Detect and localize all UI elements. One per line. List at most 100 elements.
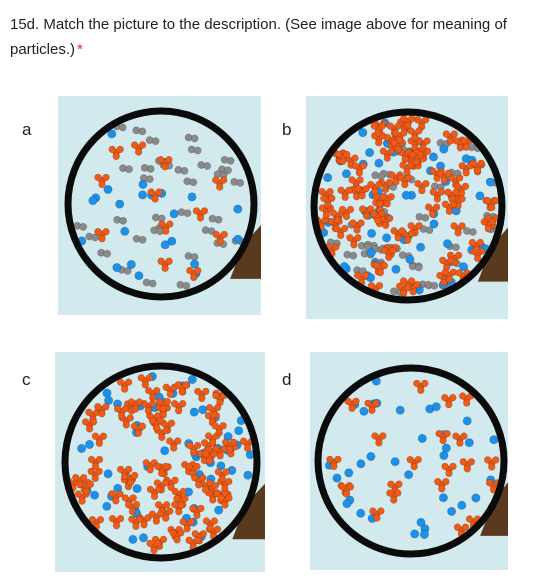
particle-atom (145, 175, 154, 183)
particle-atom (197, 504, 205, 513)
option-image-a[interactable] (58, 96, 261, 315)
particle-atom (484, 225, 493, 233)
particle-atom (333, 216, 342, 224)
particle-atom (330, 462, 338, 471)
particle-atom (489, 435, 499, 445)
particle-atom (174, 406, 183, 415)
option-image-c[interactable] (55, 352, 265, 572)
particle-atom (342, 212, 351, 221)
particle-atom (84, 440, 94, 450)
particle-atom (146, 165, 155, 173)
particle-atom (159, 535, 168, 544)
particle-atom (98, 409, 106, 418)
particle-atom (191, 530, 200, 538)
particle-atom (345, 186, 353, 194)
particle-atom (202, 450, 210, 458)
particle-atom (225, 494, 233, 502)
particle-atom (136, 515, 144, 524)
particle-atom (194, 266, 202, 275)
particle-atom (103, 185, 113, 195)
particle-atom (189, 407, 199, 417)
option-image-d[interactable] (310, 352, 508, 570)
particle-atom (141, 381, 150, 389)
particle-atom (441, 393, 449, 402)
particle-atom (154, 539, 162, 548)
particle-atom (446, 137, 455, 145)
particle-atom (211, 481, 220, 490)
particle-atom (375, 282, 384, 290)
particle-atom (362, 185, 370, 193)
particle-atom (135, 398, 144, 406)
particle-atom (206, 457, 214, 465)
particle-atom (161, 462, 170, 471)
particle-atom (90, 490, 100, 500)
option-image-b[interactable] (306, 96, 508, 319)
particle-atom (394, 234, 402, 242)
particle-atom (206, 524, 215, 532)
particle-atom (138, 141, 147, 149)
particle-atom (124, 378, 133, 386)
particle-atom (477, 159, 485, 168)
particle-atom (403, 236, 412, 244)
particle-atom (117, 411, 126, 420)
particle-atom (322, 211, 331, 219)
particle-atom (190, 273, 198, 282)
particle-atom (156, 416, 165, 425)
particle-atom (193, 462, 201, 471)
particle-atom (447, 256, 455, 265)
particle-atom (485, 479, 494, 487)
particle-atom (395, 282, 404, 290)
particle-atom (199, 530, 208, 538)
particle-atom (403, 168, 411, 176)
particle-atom (425, 226, 434, 234)
magnifier-image-b (306, 96, 508, 319)
particle-atom (134, 429, 143, 437)
particle-atom (326, 187, 334, 196)
particle-atom (467, 458, 476, 466)
particle-atom (152, 517, 161, 525)
particle-atom (72, 473, 80, 482)
particle-atom (484, 196, 492, 205)
particle-atom (198, 405, 208, 415)
particle-atom (389, 246, 397, 255)
particle-atom (372, 399, 380, 407)
particle-atom (390, 457, 400, 467)
particle-atom (87, 455, 96, 464)
particle-atom (375, 439, 383, 447)
particle-atom (213, 489, 221, 498)
particle-atom (383, 154, 392, 162)
particle-atom (332, 473, 342, 483)
particle-atom (173, 536, 181, 544)
particle-atom (356, 459, 366, 469)
particle-atom (132, 484, 142, 494)
particle-atom (214, 215, 223, 224)
particle-atom (192, 207, 201, 215)
particle-atom (146, 466, 155, 474)
particle-atom (181, 494, 189, 503)
particle-atom (404, 121, 412, 130)
particle-atom (177, 529, 185, 537)
particle-atom (234, 426, 244, 436)
particle-atom (216, 183, 224, 191)
particle-atom (344, 468, 354, 478)
particle-atom (405, 254, 415, 264)
particle-atom (153, 462, 162, 471)
particle-atom (77, 444, 87, 454)
particle-atom (137, 374, 146, 382)
particle-atom (102, 228, 110, 236)
particle-atom (463, 399, 471, 407)
particle-atom (323, 173, 333, 183)
particle-atom (399, 161, 407, 169)
particle-atom (82, 487, 91, 496)
particle-atom (190, 134, 199, 143)
particle-atom (211, 422, 219, 430)
particle-atom (440, 278, 448, 287)
particle-atom (156, 510, 165, 518)
particle-atom (102, 402, 110, 411)
particle-atom (152, 423, 161, 432)
particle-atom (169, 444, 178, 452)
particle-atom (395, 405, 405, 415)
particle-atom (185, 536, 193, 544)
particle-atom (439, 144, 449, 154)
particle-atom (169, 209, 179, 219)
